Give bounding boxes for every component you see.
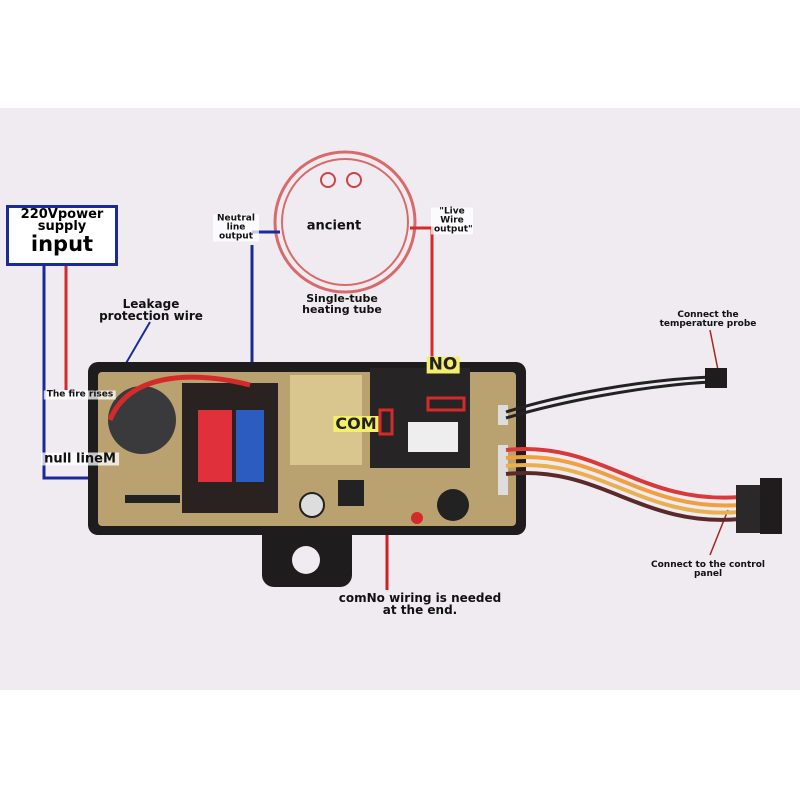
power-input-box: 220Vpower supply input [6,205,118,266]
control-panel-label: Connect to the control panel [651,560,765,579]
heating-tube [273,150,417,294]
no-terminal-label: NO [426,354,460,375]
power-supply-label: 220Vpower supply [20,207,104,234]
temp-probe-label: Connect the temperature probe [659,310,757,329]
heating-tube-label: Single-tube heating tube [302,292,382,316]
null-line-label: null lineM [41,452,119,466]
input-label: input [30,232,94,256]
controller-board [88,362,526,587]
neutral-output-label: Neutral line output [213,214,259,242]
com-terminal-label: COM [333,414,379,433]
fire-rises-label: The fire rises [43,390,117,400]
com-no-wiring-label: comNo wiring is needed at the end. [338,591,502,617]
leakage-label: Leakage protection wire [99,297,203,323]
cables [505,368,782,534]
live-output-label: "Live Wire output" [431,207,473,235]
ancient-label: ancient [306,218,362,234]
